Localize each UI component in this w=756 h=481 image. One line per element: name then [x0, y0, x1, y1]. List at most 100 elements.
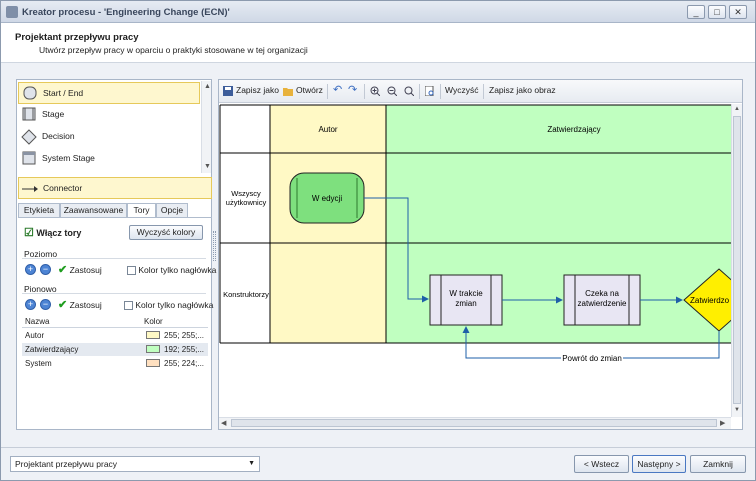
arrow-icon [22, 186, 38, 192]
tab-advanced[interactable]: Zaawansowane [60, 203, 127, 218]
wizard-step-select[interactable]: Projektant przepływu pracy ▼ [10, 456, 260, 472]
color-swatch[interactable] [146, 359, 160, 367]
page-title: Projektant przepływu pracy [15, 32, 139, 43]
apply-label: Zastosuj [69, 300, 102, 310]
redo-icon[interactable]: ↷ [348, 84, 358, 96]
lane-author [270, 105, 386, 343]
shape-system-stage[interactable]: System Stage [18, 148, 200, 170]
zoom-in-icon[interactable] [370, 86, 380, 96]
lanes-panel: ☑ Włącz tory Wyczyść kolory Poziomo + − … [18, 217, 216, 430]
scroll-down-icon[interactable]: ▼ [734, 407, 740, 413]
table-row[interactable]: Autor 255; 255;... [22, 329, 208, 342]
add-vertical-lane-icon[interactable]: + [25, 299, 36, 310]
apply-vertical-button[interactable]: ✔ Zastosuj [58, 298, 102, 311]
shape-label: Stage [42, 109, 65, 119]
row-header-designers: Konstruktorzy [223, 290, 269, 299]
open-button[interactable]: Otwórz [296, 85, 323, 95]
scroll-right-icon[interactable]: ▶ [720, 420, 726, 427]
canvas-vertical-scrollbar[interactable]: ▲ ▼ [731, 104, 742, 417]
horizontal-label: Poziomo [24, 249, 58, 259]
clear-button[interactable]: Wyczyść [445, 85, 479, 95]
close-window-button[interactable]: ✕ [729, 5, 747, 19]
header-color-only-checkbox[interactable]: Kolor tylko nagłówka [124, 300, 214, 311]
shape-decision[interactable]: Decision [18, 126, 200, 148]
canvas-horizontal-scrollbar[interactable]: ◀ ▶ [219, 417, 731, 429]
remove-horizontal-lane-icon[interactable]: − [40, 264, 51, 275]
apply-label: Zastosuj [69, 265, 102, 275]
enable-lanes-label: Włącz tory [36, 228, 82, 238]
print-preview-icon[interactable] [425, 86, 435, 96]
designer-panel: Zapisz jako Otwórz ↶ ↷ Wyczyść Zapisz ja… [218, 79, 743, 430]
check-icon: ✔ [58, 299, 68, 311]
shape-label: System Stage [42, 153, 95, 163]
undo-icon[interactable]: ↶ [333, 84, 343, 96]
save-as-button[interactable]: Zapisz jako [236, 85, 279, 95]
back-button[interactable]: < Wstecz [574, 455, 629, 473]
title-bar: Kreator procesu - 'Engineering Change (E… [1, 1, 755, 23]
header-color-only-label: Kolor tylko nagłówka [138, 265, 217, 275]
tab-options[interactable]: Opcje [156, 203, 188, 218]
node-awaiting-approval[interactable] [563, 274, 641, 326]
column-header-approver: Zatwierdzający [547, 125, 600, 134]
wizard-footer: Projektant przepływu pracy ▼ < Wstecz Na… [1, 447, 755, 480]
vertical-label: Pionowo [24, 284, 57, 294]
scroll-up-icon[interactable]: ▲ [204, 83, 211, 90]
close-button[interactable]: Zamknij [690, 455, 746, 473]
shape-label: Start / End [43, 88, 84, 98]
lane-color: 255; 224;... [164, 359, 205, 368]
chevron-down-icon[interactable]: ▼ [248, 460, 255, 467]
connector-label: Connector [43, 183, 83, 193]
apply-horizontal-button[interactable]: ✔ Zastosuj [58, 263, 102, 276]
shapes-scrollbar[interactable]: ▲ ▼ [201, 81, 211, 173]
lane-name: Zatwierdzający [25, 345, 79, 354]
connector-tool[interactable]: Connector [18, 177, 212, 199]
left-panel: Start / End Stage Decision System Stage … [16, 79, 216, 430]
shape-stage[interactable]: Stage [18, 104, 200, 126]
loop-label-bg [561, 352, 623, 364]
color-swatch[interactable] [146, 331, 160, 339]
node-in-progress[interactable] [429, 274, 503, 326]
scroll-thumb[interactable] [231, 419, 717, 427]
minimize-button[interactable]: _ [687, 5, 705, 19]
header-color-only-label: Kolor tylko nagłówka [135, 300, 214, 310]
connector-edit-to-progress[interactable] [364, 197, 429, 303]
maximize-button[interactable]: □ [708, 5, 726, 19]
zoom-fit-icon[interactable] [404, 86, 414, 96]
tab-lanes[interactable]: Tory [127, 203, 156, 218]
table-row[interactable]: Zatwierdzający 192; 255;... [22, 343, 208, 356]
save-icon [223, 86, 233, 96]
app-icon [6, 6, 18, 18]
scroll-up-icon[interactable]: ▲ [734, 106, 740, 112]
remove-vertical-lane-icon[interactable]: − [40, 299, 51, 310]
enable-lanes-checkbox[interactable]: ☑ Włącz tory [24, 226, 81, 239]
scroll-left-icon[interactable]: ◀ [221, 420, 227, 427]
checkbox-box[interactable] [127, 266, 136, 276]
properties-tabs: Etykieta Zaawansowane Tory Opcje [18, 203, 212, 218]
save-image-button[interactable]: Zapisz jako obraz [489, 85, 556, 95]
add-horizontal-lane-icon[interactable]: + [25, 264, 36, 275]
checkmark-icon: ☑ [24, 227, 34, 239]
color-swatch[interactable] [146, 345, 160, 353]
designer-toolbar: Zapisz jako Otwórz ↶ ↷ Wyczyść Zapisz ja… [219, 80, 742, 103]
stage-icon [22, 107, 36, 121]
scroll-thumb[interactable] [733, 116, 741, 404]
zoom-out-icon[interactable] [387, 86, 397, 96]
next-button[interactable]: Następny > [632, 455, 686, 473]
column-header-author: Autor [318, 125, 337, 134]
table-row[interactable]: System 255; 224;... [22, 357, 208, 370]
tab-label[interactable]: Etykieta [18, 203, 60, 218]
lanes-table-header: Nazwa Kolor [22, 315, 208, 328]
checkbox-box[interactable] [124, 301, 133, 311]
scroll-down-icon[interactable]: ▼ [204, 163, 211, 170]
shape-start-end[interactable]: Start / End [18, 82, 200, 104]
splitter-handle[interactable] [213, 231, 216, 261]
header-color-only-checkbox[interactable]: Kolor tylko nagłówka [127, 265, 217, 276]
lane-color: 192; 255;... [164, 345, 205, 354]
clear-colors-button[interactable]: Wyczyść kolory [129, 225, 203, 240]
